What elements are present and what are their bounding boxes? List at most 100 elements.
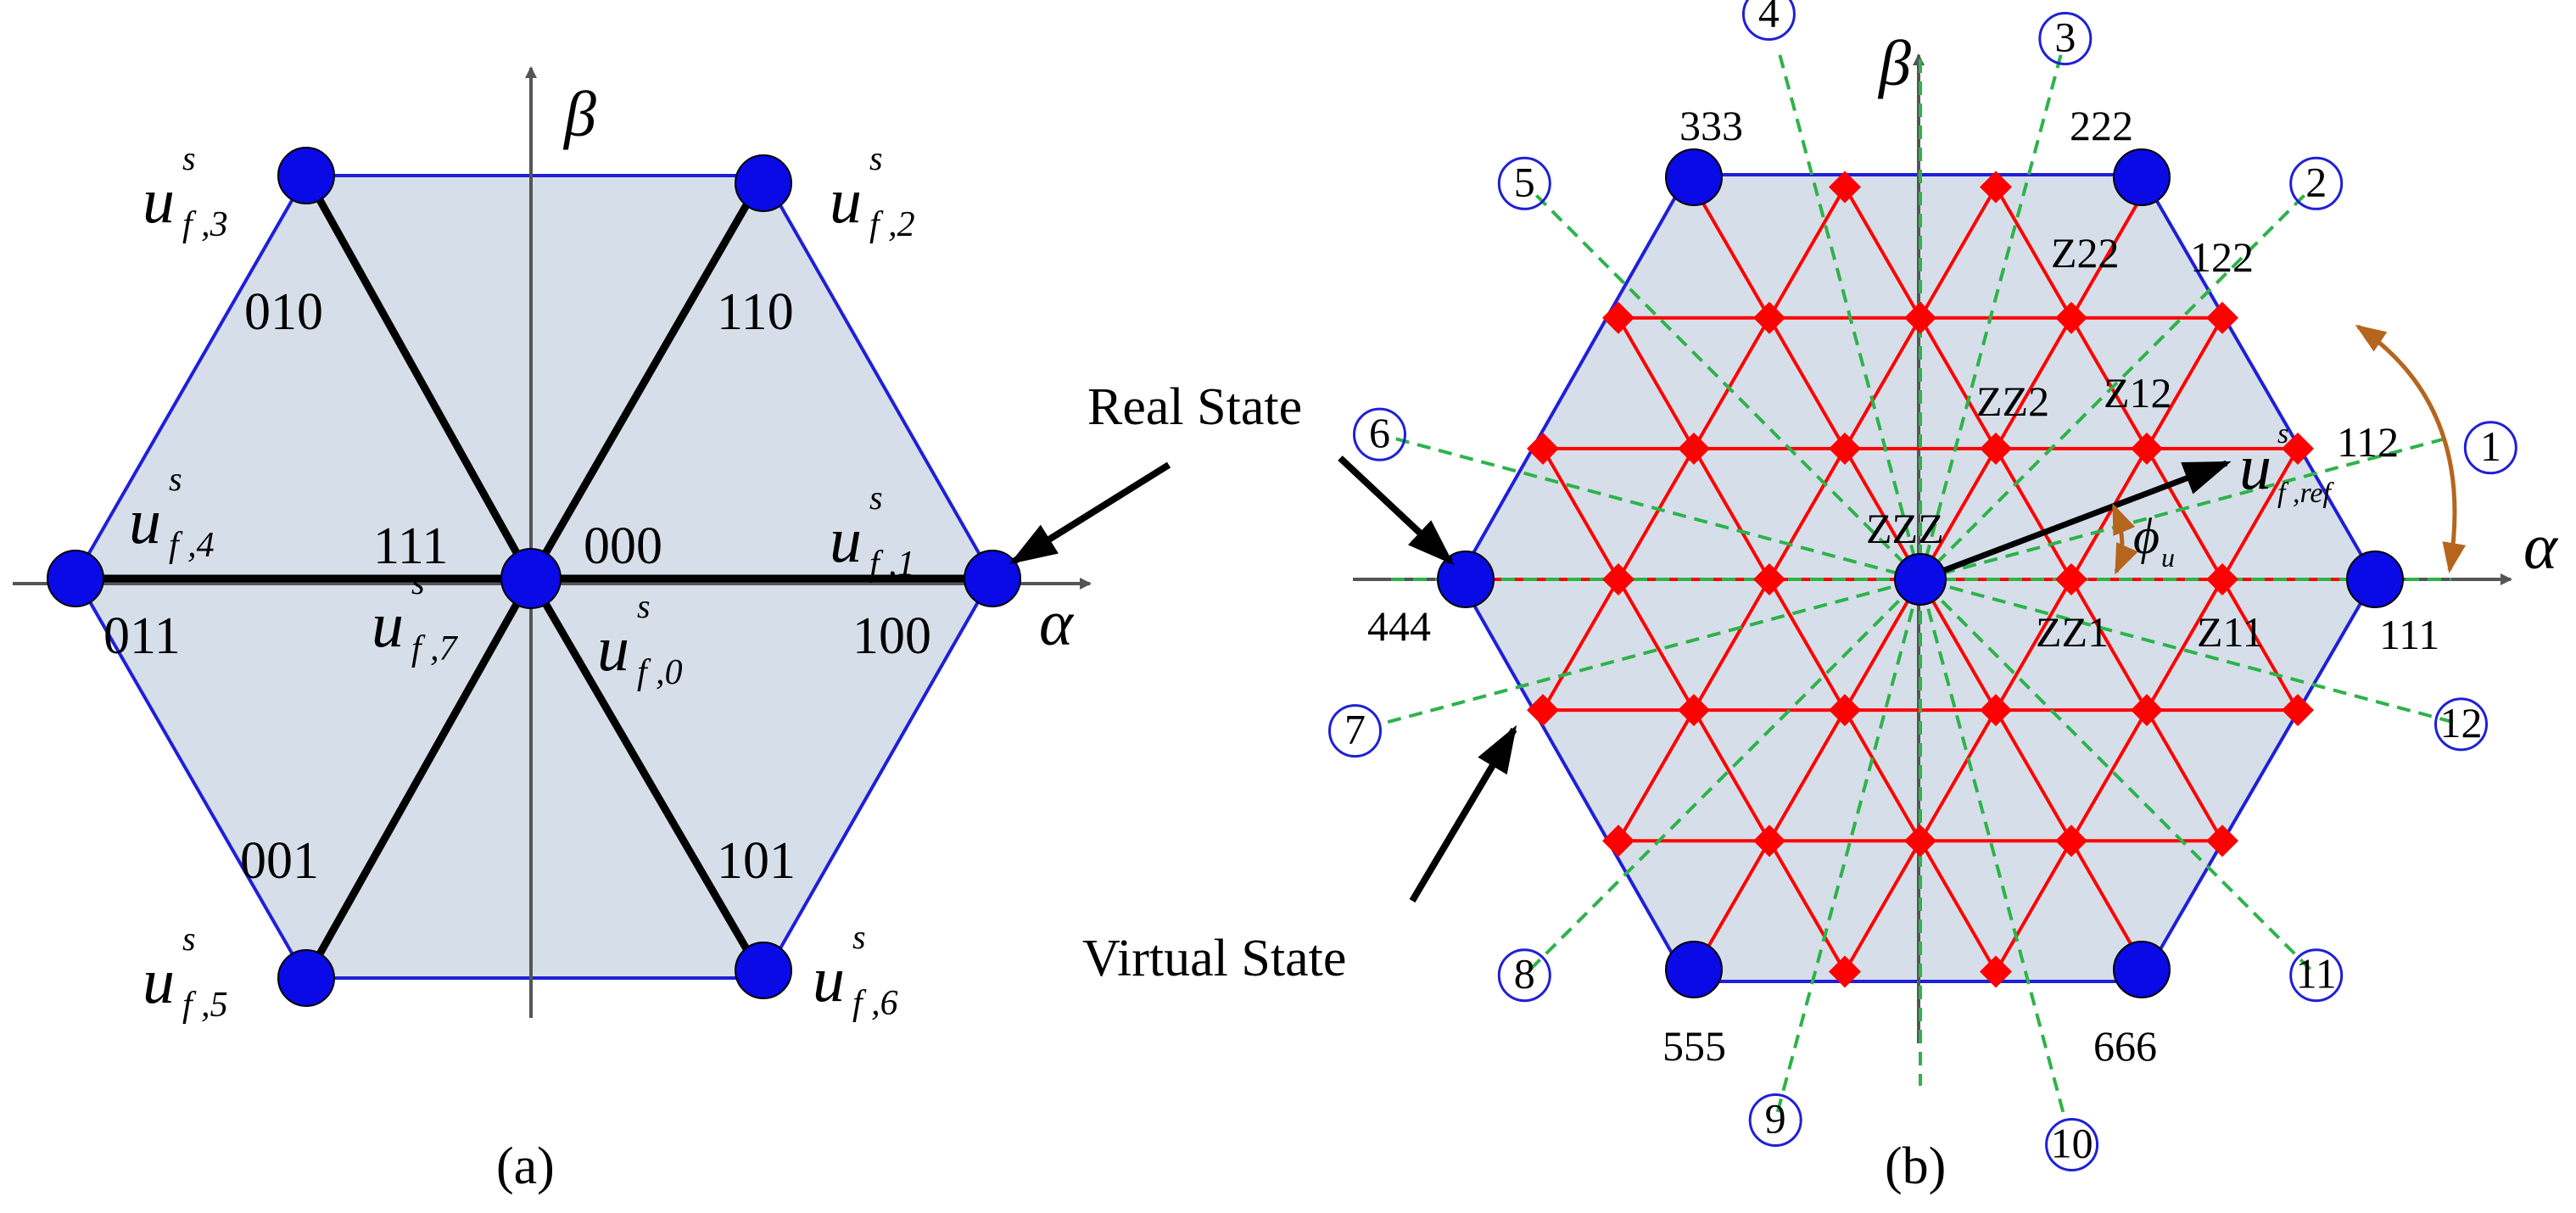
svg-text:u: u — [2239, 432, 2271, 503]
state-222-label: 222 — [2070, 102, 2133, 149]
svg-text:u: u — [813, 944, 845, 1015]
lattice-edge — [1768, 840, 1847, 973]
svg-text:f ,5: f ,5 — [182, 986, 228, 1025]
lattice-edge — [1768, 186, 1847, 319]
lattice-edge — [1994, 709, 2073, 842]
lattice-edge — [1541, 447, 1620, 580]
virtual-state-diamond — [2282, 432, 2314, 465]
caption-a: (a) — [496, 1138, 555, 1195]
virtual-state-diamond — [2055, 301, 2087, 334]
virtual-state-diamond — [1980, 432, 2012, 465]
virtual-state-diamond — [1904, 825, 1936, 858]
svg-text:u: u — [129, 486, 161, 557]
lattice-edge — [1919, 709, 1998, 842]
virtual-state-diamond — [2206, 825, 2238, 858]
lattice-edge — [1692, 579, 1771, 712]
lattice-edge — [1768, 316, 1847, 450]
virtual-state-diamond — [1829, 694, 1861, 727]
lattice-edge — [1994, 840, 2073, 973]
virtual-state-diamond — [1980, 170, 2012, 204]
state-zz1-label: ZZ1 — [2036, 608, 2109, 656]
svg-text:f ,2: f ,2 — [869, 205, 915, 244]
sector-circle — [2289, 948, 2344, 1003]
lattice-edge — [1692, 186, 1771, 319]
phi-angle-arc — [2111, 503, 2138, 575]
sector-label-1: 1 — [2463, 421, 2517, 475]
virtual-state-diamond — [2206, 563, 2238, 595]
state-555-label: 555 — [1662, 1022, 1726, 1070]
svg-text:f ,1: f ,1 — [869, 545, 915, 584]
code-label-v6: 101 — [717, 832, 796, 890]
virtual-state-label: Virtual State — [1082, 930, 1346, 987]
state-z11-label: Z11 — [2197, 608, 2264, 656]
sector-circle — [1497, 156, 1551, 210]
svg-text:f ,3: f ,3 — [182, 205, 228, 244]
sector-label-10: 10 — [2045, 1117, 2099, 1171]
virtual-state-diamond — [2282, 694, 2314, 727]
virtual-state-diamond — [2055, 563, 2087, 595]
virtual-state-diamond — [1527, 432, 1559, 465]
state-122-label: 122 — [2190, 233, 2254, 281]
svg-text:s: s — [869, 139, 883, 177]
virtual-state-diamond — [2131, 694, 2163, 727]
sector-circle — [2289, 156, 2344, 210]
real-state-label: Real State — [1087, 378, 1302, 436]
lattice-edge — [1692, 709, 1771, 842]
lattice-edge — [2221, 579, 2299, 712]
voltage-vectors — [75, 173, 992, 981]
reference-vector-label: u s f ,ref — [2239, 418, 2335, 509]
virtual-state-diamond — [2055, 825, 2087, 858]
beta-axis-label: β — [562, 79, 596, 150]
lattice-edge — [1843, 709, 1922, 842]
sector-circle — [1497, 948, 1551, 1003]
svg-text:u: u — [830, 165, 862, 237]
sector-label-9: 9 — [1748, 1093, 1802, 1148]
virtual-state-diamond — [1753, 825, 1785, 858]
lattice-edge — [1994, 579, 2073, 712]
lattice-edge — [1919, 186, 1998, 319]
sector-angle-arc — [2355, 324, 2467, 573]
sector-circle — [2434, 697, 2489, 752]
svg-text:f ,4: f ,4 — [169, 526, 215, 565]
panel-a: α β 100 110 010 011 001 101 111 000 u s … — [13, 66, 1302, 1195]
state-z12-label: Z12 — [2104, 369, 2172, 416]
lattice-edge — [1919, 840, 1998, 973]
vector-name-v0: u s f ,0 — [597, 587, 683, 692]
lattice-edge — [1617, 709, 1696, 842]
sector-number: 8 — [1514, 950, 1535, 998]
virtual-state-diamond — [1829, 170, 1861, 204]
sector-label-4: 4 — [1741, 0, 1796, 42]
lattice-edge — [1843, 840, 1922, 973]
vector-name-v2: u s f ,2 — [830, 139, 915, 244]
sector-circle — [2045, 1117, 2099, 1171]
svg-text:s: s — [2277, 418, 2288, 450]
real-state-dots — [47, 147, 1021, 1007]
virtual-state-diamond — [1904, 301, 1936, 334]
alpha-axis-label-b: α — [2523, 511, 2559, 583]
lattice-edge — [1768, 579, 1847, 712]
svg-text:u: u — [2161, 542, 2175, 573]
sector-label-5: 5 — [1497, 156, 1551, 210]
code-label-v2: 110 — [717, 283, 794, 341]
lattice-edge — [2145, 709, 2224, 842]
virtual-state-diamond — [1753, 563, 1785, 595]
state-333-label: 333 — [1679, 102, 1743, 149]
svg-text:s: s — [637, 587, 651, 625]
lattice-edge — [1994, 316, 2073, 450]
sector-label-6: 6 — [1352, 407, 1406, 461]
panel-b: α β 111 222 333 444 555 666 122 112 Z22 … — [1082, 0, 2559, 1195]
real-state-arrow-b — [1338, 456, 1455, 566]
svg-text:s: s — [182, 139, 196, 177]
vector-name-v5: u s f ,5 — [142, 920, 228, 1025]
lattice-edge — [1692, 447, 1771, 580]
svg-text:f ,0: f ,0 — [637, 653, 683, 692]
code-label-v3: 010 — [244, 283, 323, 341]
svg-text:u: u — [830, 505, 862, 576]
virtual-state-diamond — [1829, 955, 1861, 988]
sector-number: 12 — [2440, 699, 2483, 746]
lattice-edge — [1843, 186, 1922, 319]
state-zzz-label: ZZZ — [1866, 505, 1944, 552]
lattice-edge — [1692, 316, 1771, 450]
lattice-edge — [1617, 579, 1696, 712]
phi-angle-label: ϕ u — [2133, 508, 2175, 573]
